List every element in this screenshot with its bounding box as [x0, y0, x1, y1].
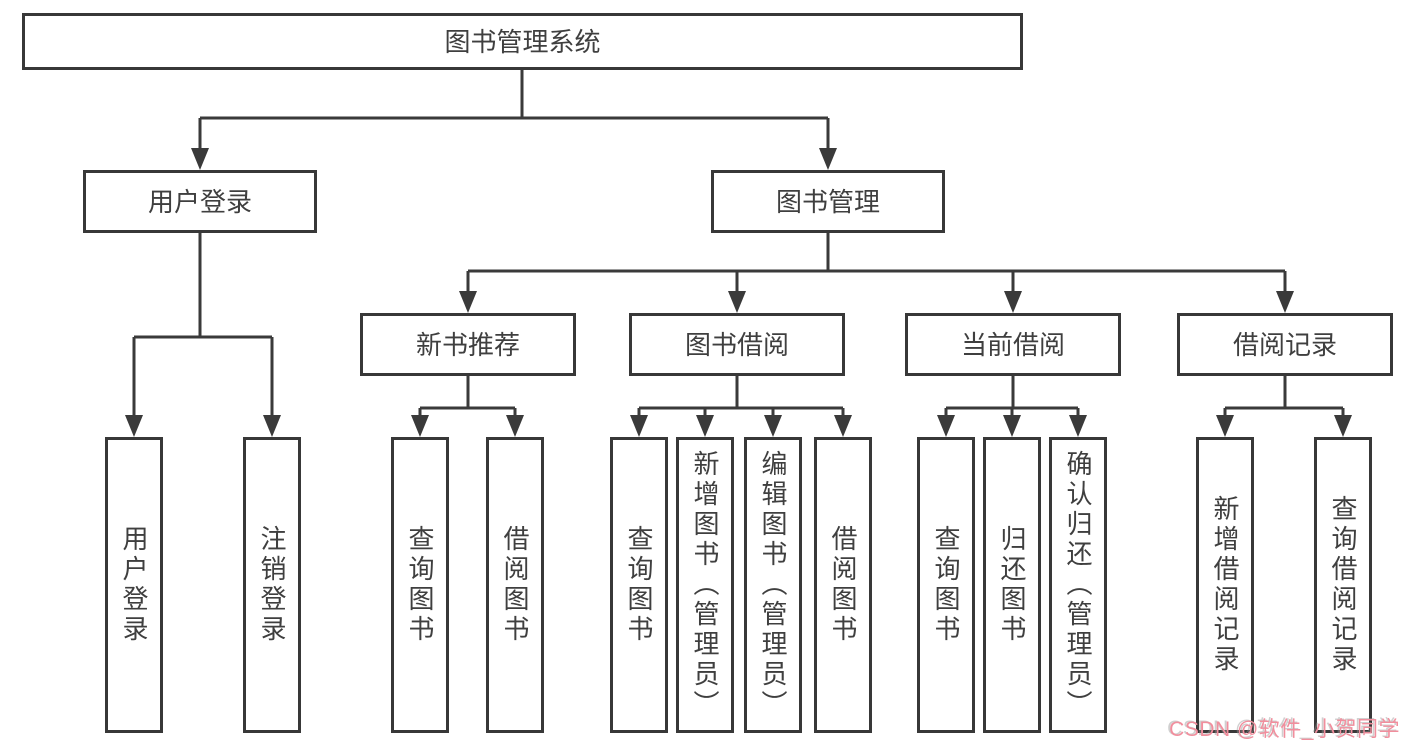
leaf-current-return-book: 归还图书: [983, 437, 1041, 733]
node-current-borrow: 当前借阅: [905, 313, 1121, 376]
node-book-mgmt: 图书管理: [711, 170, 945, 233]
leaf-record-query-borrow-record: 查询借阅记录: [1314, 437, 1372, 733]
leaf-logout-label: 注销登录: [257, 525, 287, 645]
leaf-current-confirm-return-admin-label: 确认归还（管理员）: [1063, 450, 1093, 720]
leaf-rec-borrow-book: 借阅图书: [486, 437, 544, 733]
node-current-borrow-label: 当前借阅: [960, 329, 1065, 360]
node-borrow-record-label: 借阅记录: [1232, 329, 1337, 360]
node-borrow-record: 借阅记录: [1177, 313, 1393, 376]
node-root: 图书管理系统: [22, 13, 1023, 70]
connector-new-book-branch: [411, 376, 524, 437]
leaf-rec-query-book-label: 查询图书: [405, 525, 435, 645]
leaf-borrow-borrow-book: 借阅图书: [814, 437, 872, 733]
leaf-borrow-add-book-admin-label: 新增图书（管理员）: [690, 450, 720, 720]
leaf-current-return-book-label: 归还图书: [997, 525, 1027, 645]
leaf-rec-query-book: 查询图书: [391, 437, 449, 733]
connector-borrow-record-branch: [1216, 376, 1352, 437]
leaf-logout: 注销登录: [243, 437, 301, 733]
csdn-watermark: CSDN @软件_小贺同学: [1169, 718, 1400, 741]
leaf-record-query-borrow-record-label: 查询借阅记录: [1328, 495, 1358, 675]
node-book-mgmt-label: 图书管理: [775, 186, 880, 217]
leaf-rec-borrow-book-label: 借阅图书: [500, 525, 530, 645]
leaf-borrow-borrow-book-label: 借阅图书: [828, 525, 858, 645]
connector-book-borrow-branch: [630, 376, 852, 437]
connector-user-login-branch: [125, 233, 281, 437]
leaf-record-add-borrow-record: 新增借阅记录: [1196, 437, 1254, 733]
leaf-current-query-book: 查询图书: [917, 437, 975, 733]
node-book-borrow: 图书借阅: [629, 313, 845, 376]
leaf-current-query-book-label: 查询图书: [931, 525, 961, 645]
leaf-user-login: 用户登录: [105, 437, 163, 733]
leaf-user-login-label: 用户登录: [119, 525, 149, 645]
connector-book-mgmt-branch: [459, 233, 1294, 313]
connector-current-borrow-branch: [937, 376, 1087, 437]
connector-root-to-level2: [191, 70, 837, 170]
leaf-borrow-edit-book-admin-label: 编辑图书（管理员）: [758, 450, 788, 720]
node-new-book-rec-label: 新书推荐: [415, 329, 520, 360]
leaf-current-confirm-return-admin: 确认归还（管理员）: [1049, 437, 1107, 733]
node-user-login: 用户登录: [83, 170, 317, 233]
node-book-borrow-label: 图书借阅: [684, 329, 789, 360]
leaf-borrow-add-book-admin: 新增图书（管理员）: [676, 437, 734, 733]
leaf-borrow-query-book: 查询图书: [610, 437, 668, 733]
node-user-login-label: 用户登录: [147, 186, 252, 217]
leaf-record-add-borrow-record-label: 新增借阅记录: [1210, 495, 1240, 675]
leaf-borrow-query-book-label: 查询图书: [624, 525, 654, 645]
leaf-borrow-edit-book-admin: 编辑图书（管理员）: [744, 437, 802, 733]
node-new-book-rec: 新书推荐: [360, 313, 576, 376]
node-root-label: 图书管理系统: [444, 26, 601, 57]
